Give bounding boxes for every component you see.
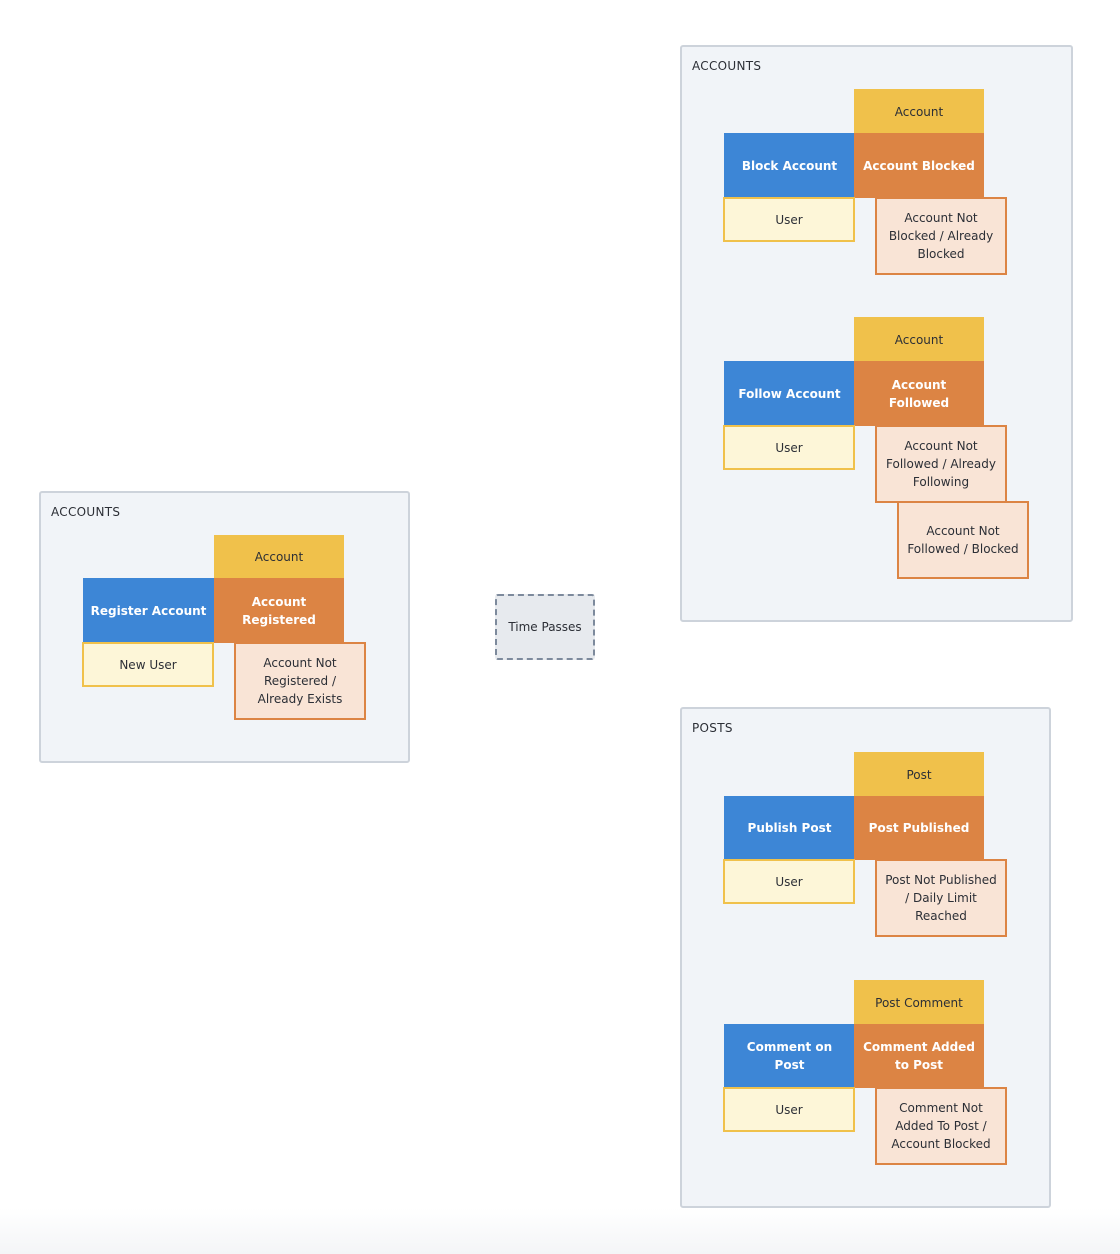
aggregate-account-sticky[interactable]: Account: [854, 317, 984, 362]
aggregate-post-sticky[interactable]: Post: [854, 752, 984, 797]
failure-account-not-blocked-sticky[interactable]: Account Not Blocked / Already Blocked: [875, 197, 1007, 275]
command-publish-post-sticky[interactable]: Publish Post: [724, 796, 855, 860]
actor-user-sticky[interactable]: User: [723, 859, 855, 904]
actor-new-user-sticky[interactable]: New User: [82, 642, 214, 687]
command-register-account-sticky[interactable]: Register Account: [83, 578, 214, 643]
failure-comment-not-added-sticky[interactable]: Comment Not Added To Post / Account Bloc…: [875, 1087, 1007, 1165]
failure-account-not-followed-blocked-sticky[interactable]: Account Not Followed / Blocked: [897, 501, 1029, 579]
command-block-account-sticky[interactable]: Block Account: [724, 133, 855, 198]
failure-post-not-published-sticky[interactable]: Post Not Published / Daily Limit Reached: [875, 859, 1007, 937]
actor-user-sticky[interactable]: User: [723, 425, 855, 470]
command-follow-account-sticky[interactable]: Follow Account: [724, 361, 855, 426]
aggregate-account-sticky[interactable]: Account: [854, 89, 984, 134]
canvas-bottom-edge: [0, 1208, 1120, 1254]
time-passes-marker[interactable]: Time Passes: [495, 594, 595, 660]
event-account-blocked-sticky[interactable]: Account Blocked: [854, 133, 984, 198]
group-label: ACCOUNTS: [692, 59, 762, 73]
actor-user-sticky[interactable]: User: [723, 1087, 855, 1132]
command-comment-on-post-sticky[interactable]: Comment on Post: [724, 1024, 855, 1088]
group-label: ACCOUNTS: [51, 505, 121, 519]
event-account-followed-sticky[interactable]: Account Followed: [854, 361, 984, 426]
aggregate-post-comment-sticky[interactable]: Post Comment: [854, 980, 984, 1025]
event-comment-added-sticky[interactable]: Comment Added to Post: [854, 1024, 984, 1088]
failure-account-not-followed-already-following-sticky[interactable]: Account Not Followed / Already Following: [875, 425, 1007, 503]
aggregate-account-sticky[interactable]: Account: [214, 535, 344, 579]
group-label: POSTS: [692, 721, 733, 735]
event-account-registered-sticky[interactable]: Account Registered: [214, 578, 344, 643]
actor-user-sticky[interactable]: User: [723, 197, 855, 242]
failure-account-not-registered-sticky[interactable]: Account Not Registered / Already Exists: [234, 642, 366, 720]
event-post-published-sticky[interactable]: Post Published: [854, 796, 984, 860]
